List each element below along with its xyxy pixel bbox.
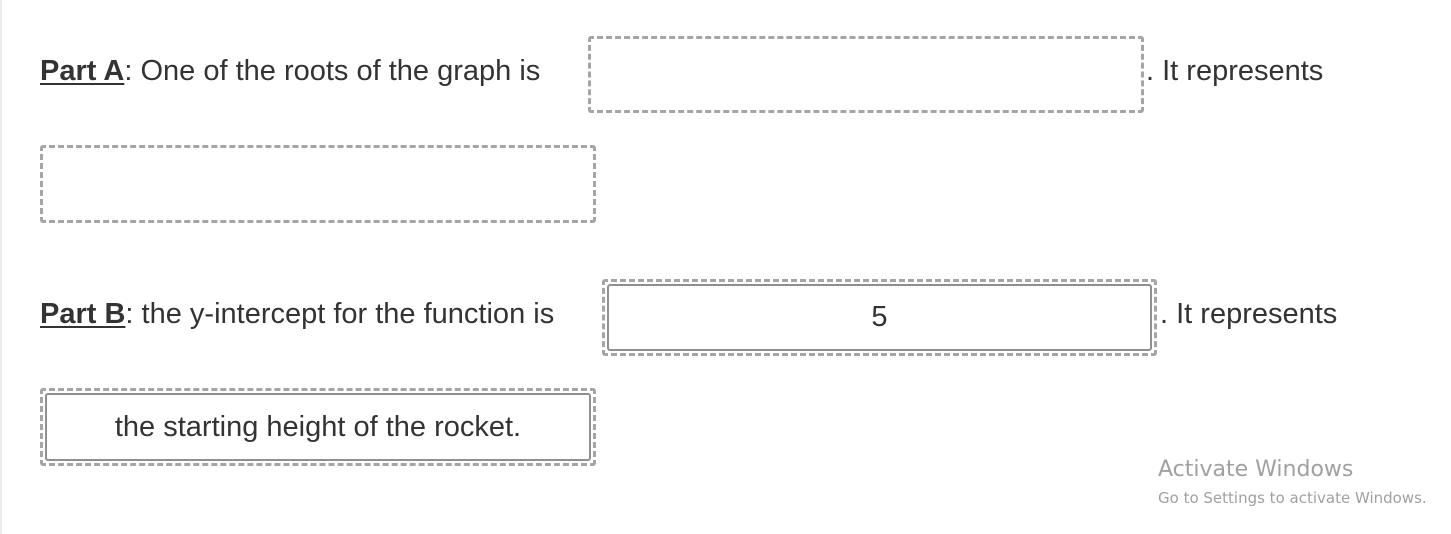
part-a-label: Part A <box>40 55 125 87</box>
answer-tile-intercept[interactable]: 5 <box>607 284 1152 351</box>
part-a-sentence: Part A: One of the roots of the graph is <box>40 54 540 88</box>
part-b-prompt: : the y-intercept for the function is <box>125 298 555 330</box>
part-b-label: Part B <box>40 298 126 330</box>
part-b-after-blank: . It represents <box>1160 298 1338 330</box>
part-b-meaning-drop-zone[interactable]: the starting height of the rocket. <box>40 388 596 466</box>
left-border <box>0 0 2 534</box>
watermark-title: Activate Windows <box>1158 457 1354 482</box>
part-a-after-blank: . It represents <box>1146 55 1324 87</box>
part-b-sentence: Part B: the y-intercept for the function… <box>40 297 554 331</box>
part-b-intercept-drop-zone[interactable]: 5 <box>602 279 1157 356</box>
part-a-prompt: : One of the roots of the graph is <box>124 55 541 87</box>
activate-windows-watermark: Activate Windows Go to Settings to activ… <box>1158 456 1427 509</box>
part-a-meaning-drop-zone[interactable] <box>40 145 596 223</box>
answer-tile-meaning[interactable]: the starting height of the rocket. <box>45 393 591 461</box>
watermark-subtitle: Go to Settings to activate Windows. <box>1158 489 1427 507</box>
part-a-root-drop-zone[interactable] <box>588 36 1144 113</box>
